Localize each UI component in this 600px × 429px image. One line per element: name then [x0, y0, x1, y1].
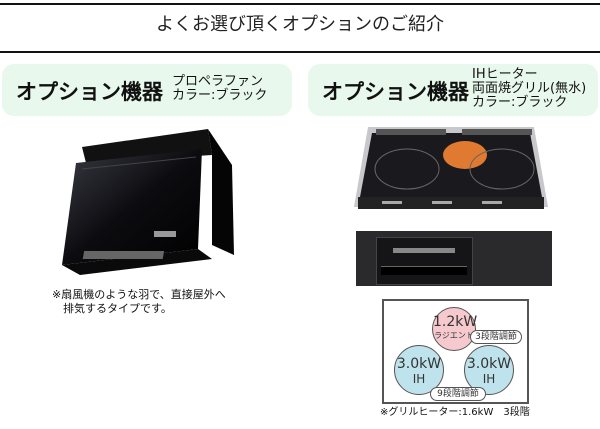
grill-handle — [381, 266, 467, 275]
page-title: よくお選び頂くオプションのご紹介 — [156, 14, 444, 35]
right-option-heading: オプション機器 — [322, 80, 469, 104]
left-option-note: ※扇風機のような羽で、直接屋外へ 排気するタイプです。 — [52, 288, 226, 315]
ih-steps-label: 9段階調節 — [430, 387, 486, 401]
burner-ih-right: 3.0kW IH — [464, 345, 514, 395]
ih-cooktop-image — [352, 127, 550, 213]
grill-window — [393, 248, 455, 253]
grill-heater-footnote: ※グリルヒーター:1.6kW 3段階 — [380, 407, 530, 418]
left-option-panel: オプション機器 プロペラファン カラー:ブラック — [2, 64, 292, 116]
left-option-description: プロペラファン カラー:ブラック — [172, 74, 268, 103]
title-bottom-rule — [0, 51, 600, 53]
left-option-heading: オプション機器 — [16, 80, 163, 104]
burner-radiant: 1.2kW ラジエント — [432, 307, 478, 351]
burner-power: 1.2kW — [433, 314, 478, 330]
top-rule — [0, 3, 600, 5]
burner-type: IH — [412, 372, 426, 386]
grill-door — [376, 237, 473, 285]
right-option-description: IHヒーター 両面焼グリル(無水) カラー:ブラック — [472, 67, 587, 110]
burner-ih-left: 3.0kW IH — [394, 345, 444, 395]
burner-type: ラジエント — [434, 331, 474, 340]
range-hood-image — [62, 127, 238, 277]
burner-power: 3.0kW — [466, 356, 512, 372]
grill-front-panel-image — [356, 231, 552, 286]
radiant-steps-label: 3段階調節 — [470, 330, 522, 344]
burner-power: 3.0kW — [396, 356, 442, 372]
burner-type: IH — [482, 372, 496, 386]
burner-layout-diagram: 1.2kW ラジエント 3段階調節 3.0kW IH 3.0kW IH 9段階調… — [382, 299, 529, 404]
right-option-panel: オプション機器 IHヒーター 両面焼グリル(無水) カラー:ブラック — [308, 64, 598, 116]
